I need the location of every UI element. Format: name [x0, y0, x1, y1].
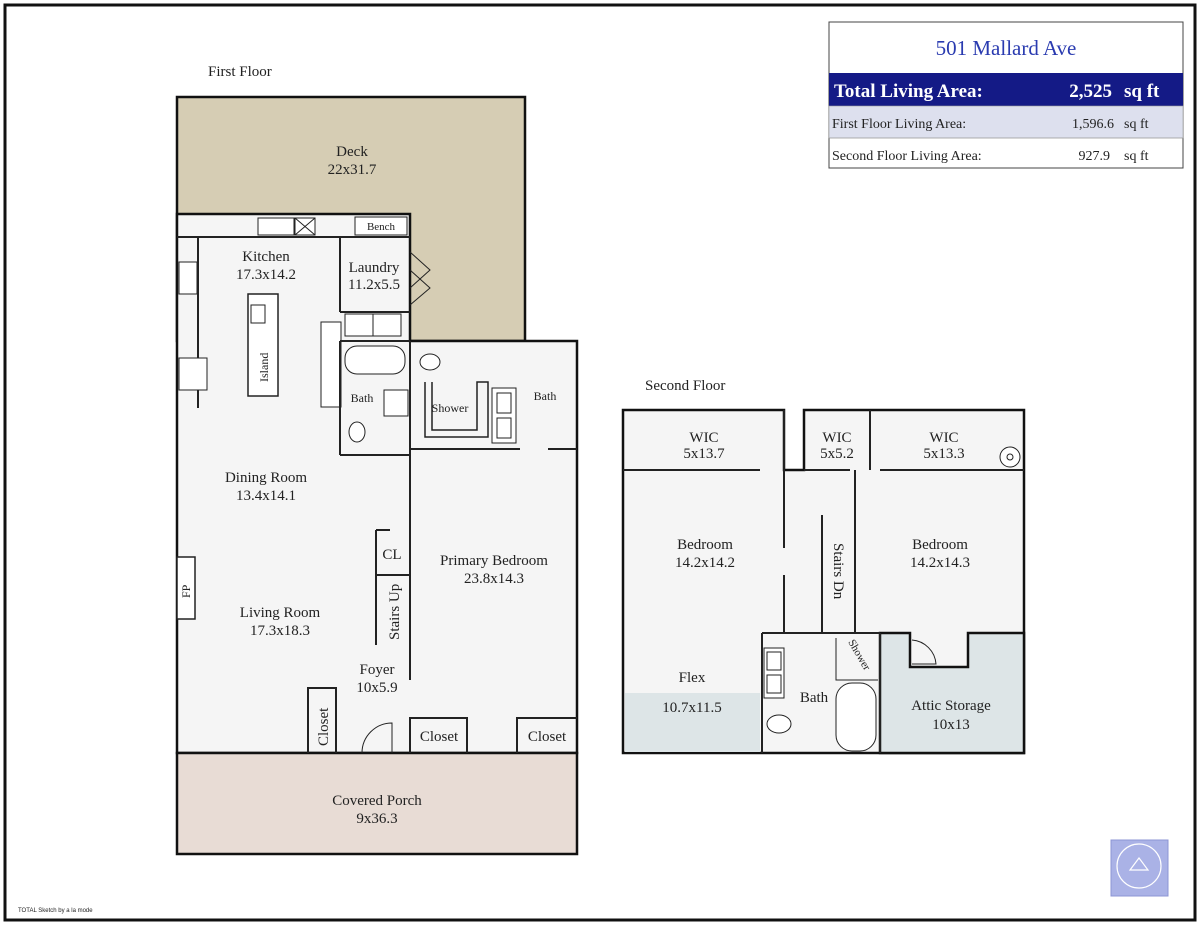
- covered-porch-area: [175, 751, 579, 856]
- first-floor-area-unit: sq ft: [1124, 117, 1149, 132]
- bedroom-1-label: Bedroom: [677, 537, 733, 553]
- dining-room-label: Dining Room: [225, 470, 307, 486]
- logo-emblem-icon: [1116, 843, 1162, 889]
- second-floor-area-label: Second Floor Living Area:: [832, 149, 982, 164]
- closet-right-label: Closet: [528, 729, 567, 745]
- area-summary-table: 501 Mallard Ave Total Living Area: 2,525…: [828, 21, 1184, 169]
- closet-cl-label: CL: [382, 547, 401, 563]
- foyer-dims: 10x5.9: [356, 680, 397, 696]
- footer-note: TOTAL Sketch by a la mode: [18, 908, 93, 914]
- covered-porch-label: Covered Porch: [332, 793, 422, 809]
- deck-label: Deck: [336, 144, 368, 160]
- shower-label: Shower: [432, 401, 469, 415]
- second-floor-area-unit: sq ft: [1124, 149, 1149, 164]
- deck-dims: 22x31.7: [328, 162, 377, 178]
- total-area-unit: sq ft: [1124, 81, 1160, 102]
- attic-storage-label: Attic Storage: [911, 698, 991, 714]
- total-area-label: Total Living Area:: [834, 81, 983, 102]
- second-floor-walls: [623, 410, 1024, 753]
- kitchen-dims: 17.3x14.2: [236, 267, 296, 283]
- primary-bath-label: Bath: [534, 389, 557, 403]
- kitchen-label: Kitchen: [242, 249, 290, 265]
- fireplace-label: FP: [179, 584, 193, 598]
- primary-bedroom-dims: 23.8x14.3: [464, 571, 524, 587]
- bench-label: Bench: [367, 221, 396, 233]
- laundry-dims: 11.2x5.5: [348, 277, 400, 293]
- flex-label: Flex: [679, 670, 706, 686]
- first-floor-area-value: 1,596.6: [1072, 117, 1114, 132]
- island-sink: [250, 304, 266, 324]
- wic-1-dims: 5x13.7: [683, 446, 725, 462]
- covered-porch-dims: 9x36.3: [356, 811, 397, 827]
- attic-storage-dims: 10x13: [932, 717, 970, 733]
- island-label: Island: [257, 353, 271, 382]
- second-floor-title: Second Floor: [645, 378, 725, 394]
- logo-badge: [1110, 839, 1169, 897]
- dining-room-dims: 13.4x14.1: [236, 488, 296, 504]
- closet-middle-label: Closet: [420, 729, 459, 745]
- wic-2-label: WIC: [822, 430, 851, 446]
- stairs-down-label: Stairs Dn: [830, 543, 846, 600]
- living-room-dims: 17.3x18.3: [250, 623, 310, 639]
- primary-bedroom-label: Primary Bedroom: [440, 553, 548, 569]
- flex-dims: 10.7x11.5: [662, 700, 721, 716]
- wic-3-dims: 5x13.3: [923, 446, 964, 462]
- flex-area-tint: [625, 693, 760, 752]
- foyer-closet-label: Closet: [316, 707, 332, 746]
- bedroom-2-dims: 14.2x14.3: [910, 555, 970, 571]
- first-floor-title: First Floor: [208, 64, 272, 80]
- wic-2-dims: 5x5.2: [820, 446, 854, 462]
- total-area-value: 2,525: [1069, 81, 1112, 102]
- bedroom-1-dims: 14.2x14.2: [675, 555, 735, 571]
- second-floor-area-value: 927.9: [1079, 149, 1111, 164]
- stairs-up-label: Stairs Up: [387, 584, 403, 640]
- wic-1-label: WIC: [689, 430, 718, 446]
- living-room-label: Living Room: [240, 605, 321, 621]
- foyer-label: Foyer: [360, 662, 395, 678]
- attic-storage-area: [878, 631, 1026, 755]
- laundry-label: Laundry: [349, 260, 400, 276]
- small-bath-label: Bath: [351, 391, 374, 405]
- first-floor-walls: [176, 216, 577, 754]
- bedroom-2-label: Bedroom: [912, 537, 968, 553]
- property-address: 501 Mallard Ave: [936, 36, 1077, 60]
- total-area-banner: [829, 73, 1183, 106]
- second-floor-bath-label: Bath: [800, 690, 829, 706]
- first-floor-area-label: First Floor Living Area:: [832, 117, 966, 132]
- wic-3-label: WIC: [929, 430, 958, 446]
